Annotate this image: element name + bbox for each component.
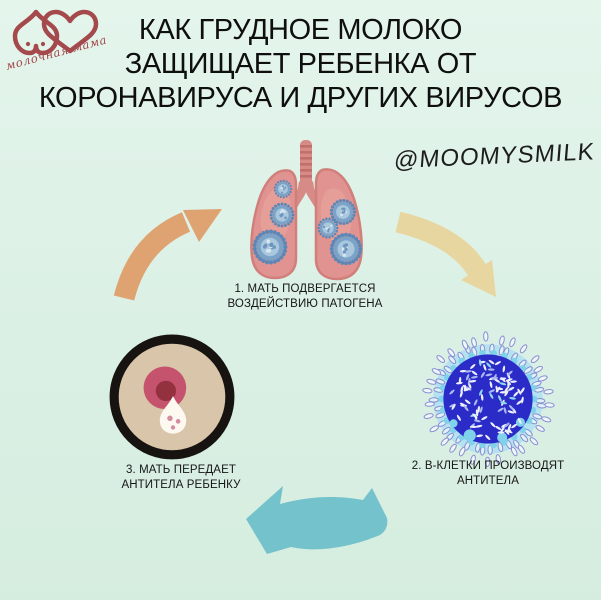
- breast-cell-illustration: [109, 334, 235, 460]
- step-2-caption-line-1: 2. B-КЛЕТКИ ПРОИЗВОДЯТ: [411, 460, 565, 472]
- hearts-icon: [12, 9, 99, 56]
- lungs-illustration: [250, 140, 363, 281]
- step-3-caption: 3. МАТЬ ПЕРЕДАЕТ АНТИТЕЛА РЕБЕНКУ: [81, 463, 281, 493]
- title-line-3: КОРОНАВИРУСА И ДРУГИХ ВИРУСОВ: [38, 82, 563, 114]
- b-cell-illustration: [422, 331, 555, 468]
- b-cell-patches: [449, 417, 526, 443]
- step-3-caption-line-2: АНТИТЕЛА РЕБЕНКУ: [121, 479, 241, 491]
- title-line-2: ЗАЩИЩАЕТ РЕБЕНКА ОТ: [124, 48, 477, 80]
- page-title: КАК ГРУДНОЕ МОЛОКО ЗАЩИЩАЕТ РЕБЕНКА ОТ К…: [0, 13, 601, 115]
- coronavirus-particles-icon: [252, 179, 363, 266]
- step-1-caption: 1. МАТЬ ПОДВЕРГАЕТСЯ ВОЗДЕЙСТВИЮ ПАТОГЕН…: [205, 282, 405, 312]
- b-cell-texture-icon: [449, 359, 525, 441]
- b-cell-core: [443, 354, 533, 444]
- step-2-caption: 2. B-КЛЕТКИ ПРОИЗВОДЯТ АНТИТЕЛА: [388, 459, 588, 489]
- nipple-icon: [155, 380, 177, 402]
- step-1-caption-line-2: ВОЗДЕЙСТВИЮ ПАТОГЕНА: [227, 298, 383, 310]
- brand-logo: молочная мама: [6, 9, 108, 73]
- arrow-step2-to-step3: [246, 486, 388, 554]
- arrow-step1-to-step2: [395, 211, 496, 297]
- arrow-step3-to-step1: [113, 209, 222, 301]
- step-2-caption-line-2: АНТИТЕЛА: [457, 475, 519, 487]
- milk-drop-icon: [159, 395, 187, 434]
- step-1-caption-line-1: 1. МАТЬ ПОДВЕРГАЕТСЯ: [234, 283, 376, 295]
- step-3-caption-line-1: 3. МАТЬ ПЕРЕДАЕТ: [126, 464, 236, 476]
- title-line-1: КАК ГРУДНОЕ МОЛОКО: [138, 14, 463, 46]
